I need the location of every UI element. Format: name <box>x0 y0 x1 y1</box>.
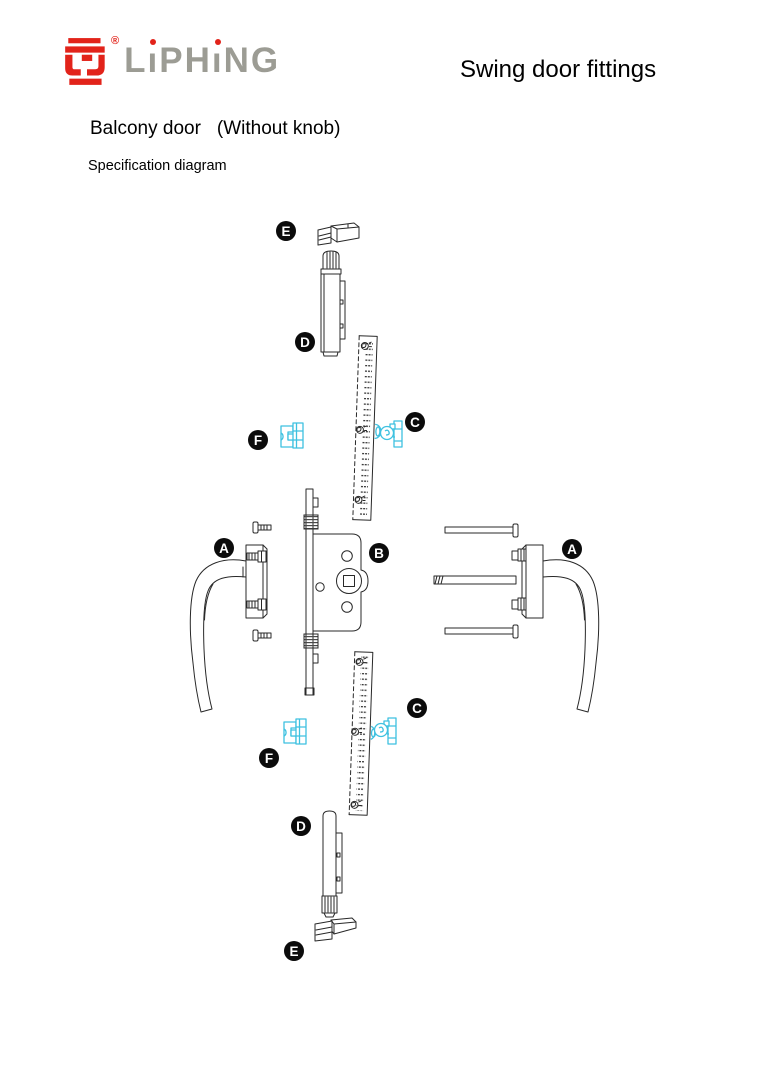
svg-text:A: A <box>219 541 229 556</box>
diagram-subtitle: Specification diagram <box>88 158 227 174</box>
hex-bolt-right-top <box>511 548 527 562</box>
keeper-upper-drawing <box>280 422 304 449</box>
label-d-top: D <box>295 332 315 352</box>
locking-rod-bottom-drawing <box>321 810 343 918</box>
lock-faceplate <box>303 488 319 696</box>
svg-text:F: F <box>254 433 262 448</box>
label-f-bottom: F <box>259 748 279 768</box>
roller-keeper-upper-drawing <box>379 420 403 448</box>
label-e-bottom: E <box>284 941 304 961</box>
spindle-bar <box>433 575 517 585</box>
label-a-left: A <box>214 538 234 558</box>
lock-gearbox-drawing <box>303 488 369 696</box>
locking-rod-top-drawing <box>320 250 346 357</box>
label-f-top: F <box>248 430 268 450</box>
label-a-right: A <box>562 539 582 559</box>
label-d-bottom: D <box>291 816 311 836</box>
svg-text:D: D <box>296 819 306 834</box>
svg-text:E: E <box>289 944 298 959</box>
stud-bolt-left-bottom <box>246 598 267 611</box>
stud-bolt-left-top <box>246 550 267 563</box>
end-cap-bottom-drawing <box>314 917 357 942</box>
screw-left-bottom <box>252 629 272 642</box>
keeper-lower-drawing <box>283 718 307 745</box>
product-heading: Balcony door (Without knob) <box>90 118 340 140</box>
svg-text:D: D <box>300 335 310 350</box>
handle-right-drawing <box>511 544 600 713</box>
page-title: Swing door fittings <box>460 56 657 83</box>
svg-text:F: F <box>265 751 273 766</box>
liphing-logo-icon <box>65 38 105 85</box>
svg-text:C: C <box>412 701 422 716</box>
svg-text:E: E <box>281 224 290 239</box>
striker-rail-lower-drawing <box>348 651 377 816</box>
hex-bolt-right-bottom <box>511 597 527 611</box>
roller-keeper-lower-drawing <box>373 717 397 745</box>
label-e-top: E <box>276 221 296 241</box>
svg-text:B: B <box>374 546 384 561</box>
label-c-bottom: C <box>407 698 427 718</box>
screw-left-top <box>252 521 272 534</box>
svg-text:A: A <box>567 542 577 557</box>
label-c-top: C <box>405 412 425 432</box>
product-name: Balcony door <box>90 118 201 139</box>
end-cap-top-drawing <box>317 222 360 246</box>
svg-text:C: C <box>410 415 420 430</box>
registered-trademark: ® <box>111 35 120 47</box>
striker-rail-upper-drawing <box>352 335 382 521</box>
fixing-screws-right <box>433 523 519 639</box>
handle-left-drawing <box>189 521 272 713</box>
label-b-center: B <box>369 543 389 563</box>
product-variant: (Without knob) <box>216 118 341 139</box>
